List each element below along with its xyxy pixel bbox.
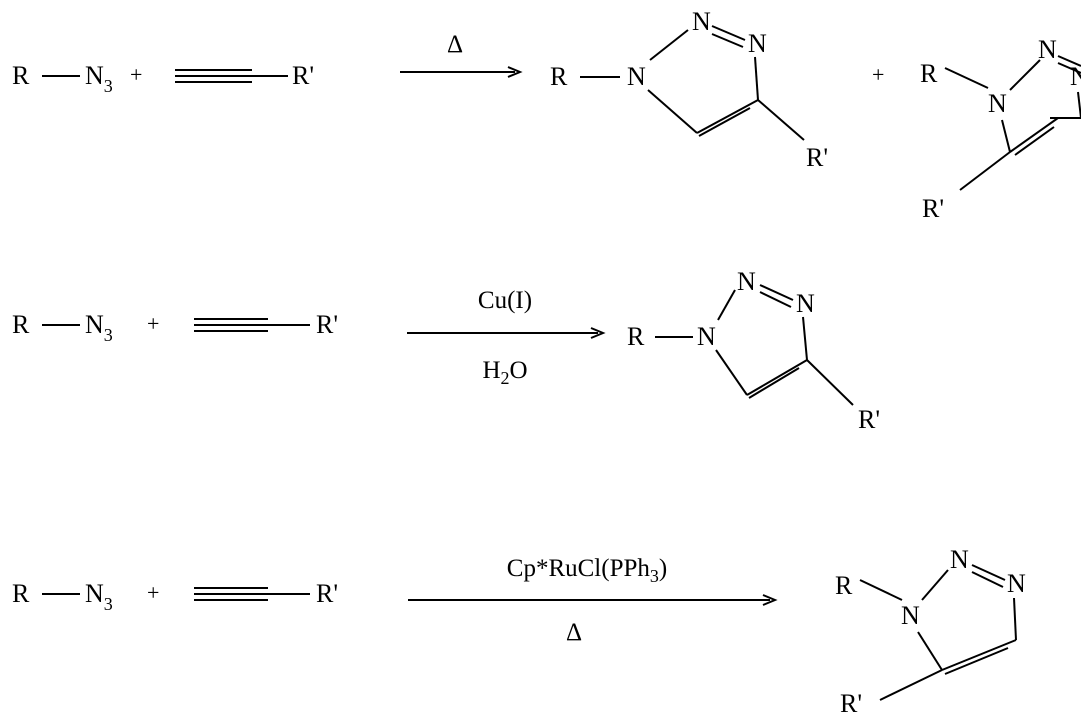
triazole-n3-label: N [1070,62,1081,91]
triazole-r-prime-label: R' [922,194,944,223]
triazole-r-bond [944,67,989,89]
triazole-r-prime-bond [806,359,854,406]
azide-r-label: R [12,310,30,339]
reaction-3-azide: R N3 [12,579,113,614]
condition-solvent: H2O [482,357,527,388]
triazole-n3-label: N [1007,569,1026,598]
ring-bond-n1-n2 [717,289,736,321]
reaction-2-azide: R N3 [12,310,113,345]
reaction-1-product-1-5-triazole: R N N N R' [920,35,1081,223]
ring-bond-n2-n3 [971,564,1006,581]
triazole-n2-label: N [950,545,969,574]
ring-bond-n1-n2 [1009,59,1041,91]
triazole-n1-label: N [988,89,1007,118]
triazole-r-label: R [920,59,938,88]
triazole-r-label: R [835,571,853,600]
triazole-r-prime-label: R' [840,689,862,715]
ring-bond-c5-n1 [917,631,943,671]
triazole-r-bond [859,579,903,601]
ring-bond-c5-n1 [715,349,748,396]
ring-bond-n2-n3-double [971,571,1004,588]
alkyne-r-prime-label: R' [316,579,338,608]
reaction-3-arrow: Cp*RuCl(PPh3) Δ [408,555,778,646]
ring-bond-c5-n1 [647,89,698,134]
ring-bond-c4-c5 [696,99,759,134]
reaction-1-product-1-4-triazole: R N N N R' [550,7,828,172]
ring-bond-n2-n3-double [759,291,792,308]
ring-bond-n3-c4 [754,56,759,101]
ring-bond-c4-c5-double [1014,126,1055,156]
azide-n-label: N3 [85,310,113,345]
condition-catalyst: Cp*RuCl(PPh3) [507,555,667,586]
ring-bond-n2-n3 [1057,55,1081,67]
triazole-n1-label: N [627,62,646,91]
triazole-r-label: R [627,322,645,351]
ring-bond-n2-n3 [711,25,746,41]
reaction-2: R N3 + R' Cu(I) H2O R N N N [12,267,880,434]
ring-bond-n2-n3-double [1057,62,1081,74]
reaction-arrow-head [507,66,523,78]
plus-sign: + [130,62,142,87]
ring-bond-n1-n2 [649,29,689,61]
ring-bond-c4-c5 [746,359,808,396]
alkyne-r-prime-label: R' [292,61,314,90]
condition-catalyst: Cu(I) [478,287,532,314]
ring-bond-n3-c4 [1013,597,1017,641]
triazole-n2-label: N [737,267,756,296]
reaction-3-product-1-5-triazole: R N N N R' [835,545,1026,715]
reaction-arrow-head [590,327,606,339]
triazole-r-prime-label: R' [858,405,880,434]
triazole-n1-label: N [901,601,920,630]
azide-r-label: R [12,61,30,90]
reaction-1-alkyne: R' [175,61,314,90]
triazole-n3-label: N [796,289,815,318]
ring-bond-c4-c5 [1009,117,1059,153]
reaction-3: R N3 + R' Cp*RuCl(PPh3) Δ R N N N [12,545,1026,715]
ring-bond-n1-n2 [921,569,949,601]
reaction-2-arrow: Cu(I) H2O [407,287,606,388]
triazole-n3-label: N [748,29,767,58]
plus-sign: + [147,311,159,336]
triazole-n2-label: N [692,7,711,36]
ring-bond-c4-c5-double [944,647,1009,675]
reaction-arrow-head [762,594,778,606]
reaction-2-alkyne: R' [194,310,338,339]
triazole-r-prime-label: R' [806,143,828,172]
reaction-1-azide: R N3 [12,61,113,96]
triazole-r-prime-bond [757,99,805,141]
ring-bond-c4-c5 [941,639,1017,671]
alkyne-r-prime-label: R' [316,310,338,339]
ring-bond-n2-n3-double [711,33,744,48]
ring-bond-n3-c4 [802,316,808,361]
triazole-r-prime-bond [959,151,1011,191]
ring-bond-c5-n1 [1001,119,1011,153]
condition-heat: Δ [447,31,463,58]
reaction-1: R N3 + R' Δ R N N N [12,7,1081,223]
reaction-3-alkyne: R' [194,579,338,608]
reaction-1-arrow: Δ [400,31,523,78]
ring-bond-c4-c5-double [698,107,751,137]
triazole-n1-label: N [697,322,716,351]
azide-n-label: N3 [85,579,113,614]
triazole-r-label: R [550,62,568,91]
triazole-r-prime-bond [879,669,943,701]
ring-bond-c4-c5-double [748,367,800,399]
plus-sign: + [147,580,159,605]
condition-heat: Δ [566,619,582,646]
reaction-2-product-1-4-triazole: R N N N R' [627,267,880,434]
ring-bond-n2-n3 [759,284,794,301]
triazole-n2-label: N [1038,35,1057,64]
azide-r-label: R [12,579,30,608]
azide-n-label: N3 [85,61,113,96]
plus-sign: + [872,62,884,87]
